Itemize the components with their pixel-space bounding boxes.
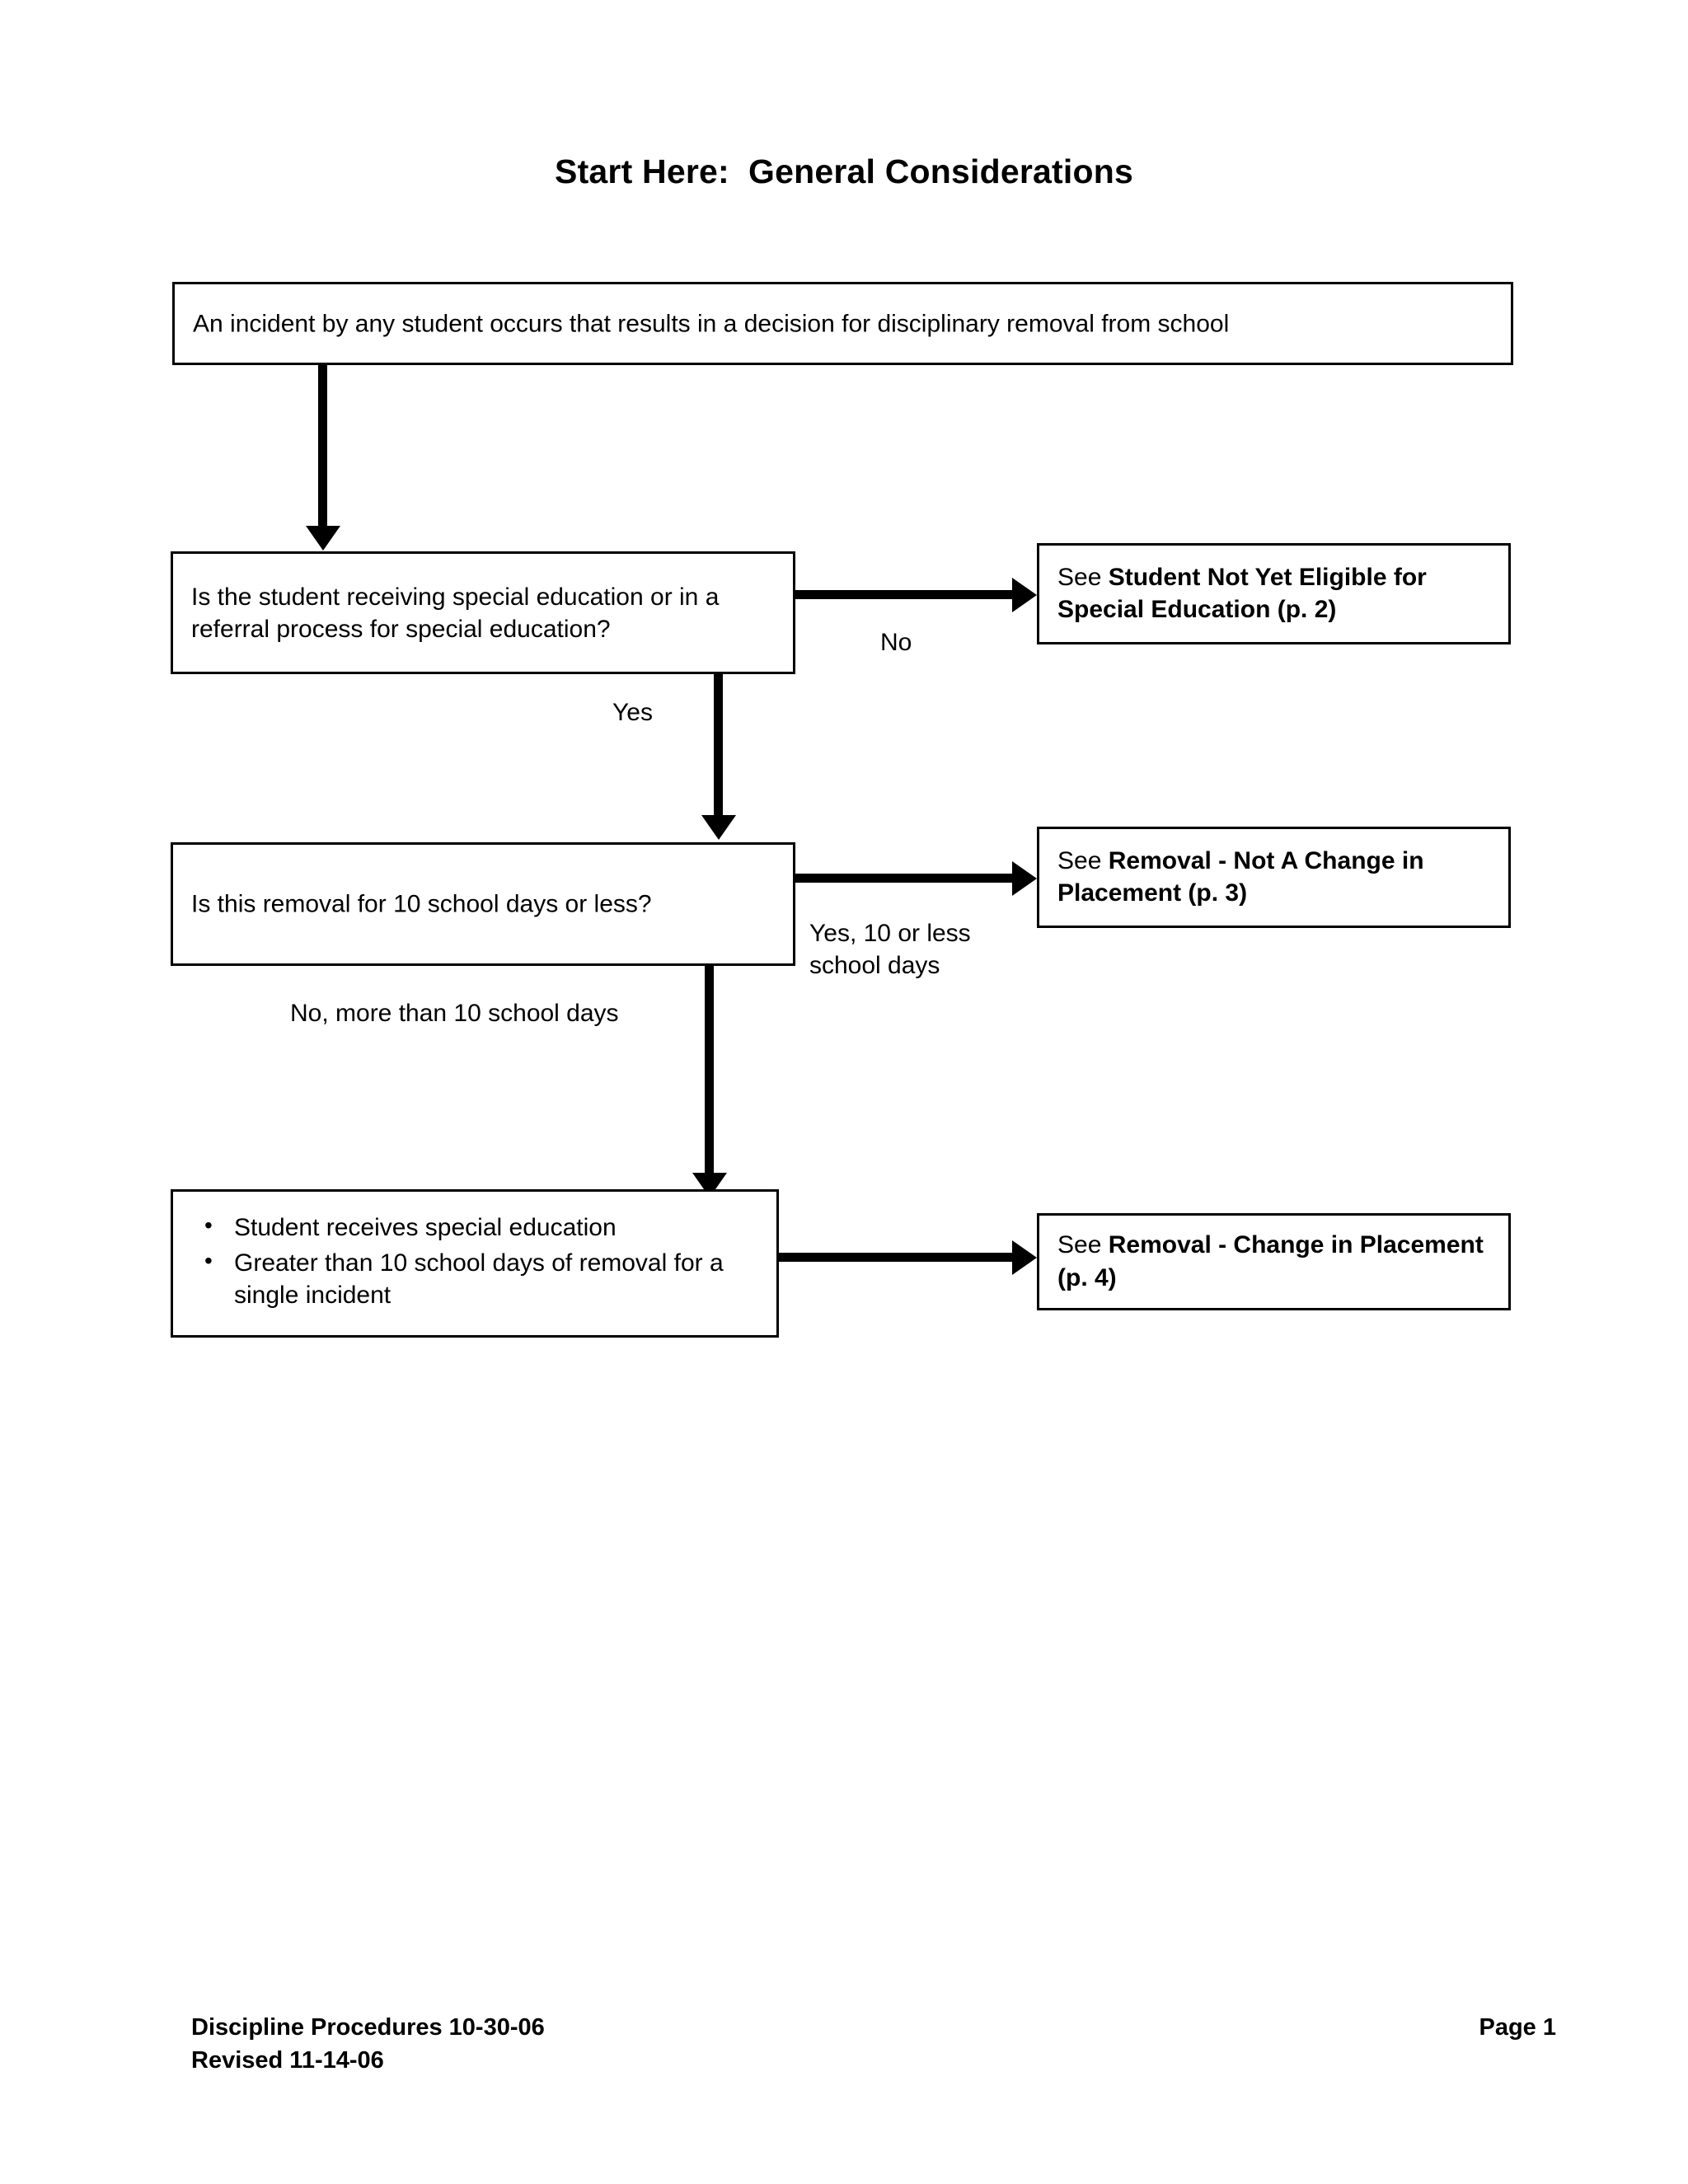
connector-question2-to-criteria-line bbox=[705, 966, 714, 1176]
footer-document-info: Discipline Procedures 10-30-06 Revised 1… bbox=[191, 2011, 545, 2077]
flow-node-removal-length-question: Is this removal for 10 school days or le… bbox=[171, 842, 795, 966]
connector-question1-to-question2-arrowhead bbox=[701, 815, 736, 840]
flow-reference-not-a-change: See Removal - Not A Change in Placement … bbox=[1037, 827, 1511, 928]
flow-node-change-in-placement-criteria: Student receives special education Great… bbox=[171, 1189, 779, 1338]
flow-reference-change-in-placement-prefix: See bbox=[1057, 1231, 1109, 1259]
flow-reference-not-yet-eligible-text: See Student Not Yet Eligible for Special… bbox=[1057, 561, 1495, 627]
footer-document-title: Discipline Procedures 10-30-06 bbox=[191, 2014, 545, 2041]
list-item: Greater than 10 school days of removal f… bbox=[191, 1246, 763, 1311]
connector-question1-to-ref1-line bbox=[795, 590, 1014, 599]
flow-reference-change-in-placement: See Removal - Change in Placement (p. 4) bbox=[1037, 1213, 1511, 1310]
edge-label-no-more-than-ten: No, more than 10 school days bbox=[290, 1000, 619, 1027]
flow-node-special-education-question: Is the student receiving special educati… bbox=[171, 551, 795, 674]
footer-page-number: Page 1 bbox=[1479, 2014, 1557, 2041]
flow-reference-not-a-change-prefix: See bbox=[1057, 846, 1109, 874]
flow-reference-not-a-change-emphasis: Removal - Not A Change in Placement (p. … bbox=[1057, 846, 1424, 907]
flow-reference-change-in-placement-emphasis: Removal - Change in Placement (p. 4) bbox=[1057, 1231, 1484, 1291]
flow-reference-not-yet-eligible: See Student Not Yet Eligible for Special… bbox=[1037, 543, 1511, 644]
connector-criteria-to-ref3-line bbox=[779, 1253, 1014, 1262]
edge-label-no: No bbox=[880, 629, 912, 656]
flow-node-incident-text: An incident by any student occurs that r… bbox=[193, 310, 1230, 337]
flow-reference-not-yet-eligible-prefix: See bbox=[1057, 563, 1109, 591]
connector-criteria-to-ref3-arrowhead bbox=[1012, 1240, 1037, 1275]
flow-node-special-education-question-text: Is the student receiving special educati… bbox=[191, 583, 720, 643]
connector-question2-to-ref2-line bbox=[795, 874, 1014, 883]
connector-question1-to-question2-line bbox=[714, 674, 723, 818]
edge-label-yes-ten-or-less: Yes, 10 or less school days bbox=[809, 920, 971, 979]
flow-reference-change-in-placement-text: See Removal - Change in Placement (p. 4) bbox=[1057, 1229, 1495, 1295]
footer-revision-date: Revised 11-14-06 bbox=[191, 2047, 384, 2074]
page-footer: Discipline Procedures 10-30-06 Revised 1… bbox=[191, 2011, 1556, 2077]
connector-question2-to-ref2-arrowhead bbox=[1012, 861, 1037, 896]
connector-question1-to-ref1-arrowhead bbox=[1012, 578, 1037, 612]
criteria-bullet-list: Student receives special education Great… bbox=[191, 1211, 763, 1311]
edge-label-yes: Yes bbox=[612, 699, 653, 726]
connector-incident-to-question1-arrowhead bbox=[306, 526, 340, 551]
page-title: Start Here: General Considerations bbox=[555, 152, 1133, 190]
flow-reference-not-yet-eligible-emphasis: Student Not Yet Eligible for Special Edu… bbox=[1057, 563, 1427, 624]
list-item: Student receives special education bbox=[191, 1211, 763, 1244]
flow-node-criteria-body: Student receives special education Great… bbox=[191, 1211, 763, 1315]
flow-node-incident: An incident by any student occurs that r… bbox=[172, 282, 1513, 365]
flow-reference-not-a-change-text: See Removal - Not A Change in Placement … bbox=[1057, 845, 1495, 911]
flow-node-removal-length-question-text: Is this removal for 10 school days or le… bbox=[191, 890, 652, 918]
connector-incident-to-question1-line bbox=[318, 365, 327, 529]
